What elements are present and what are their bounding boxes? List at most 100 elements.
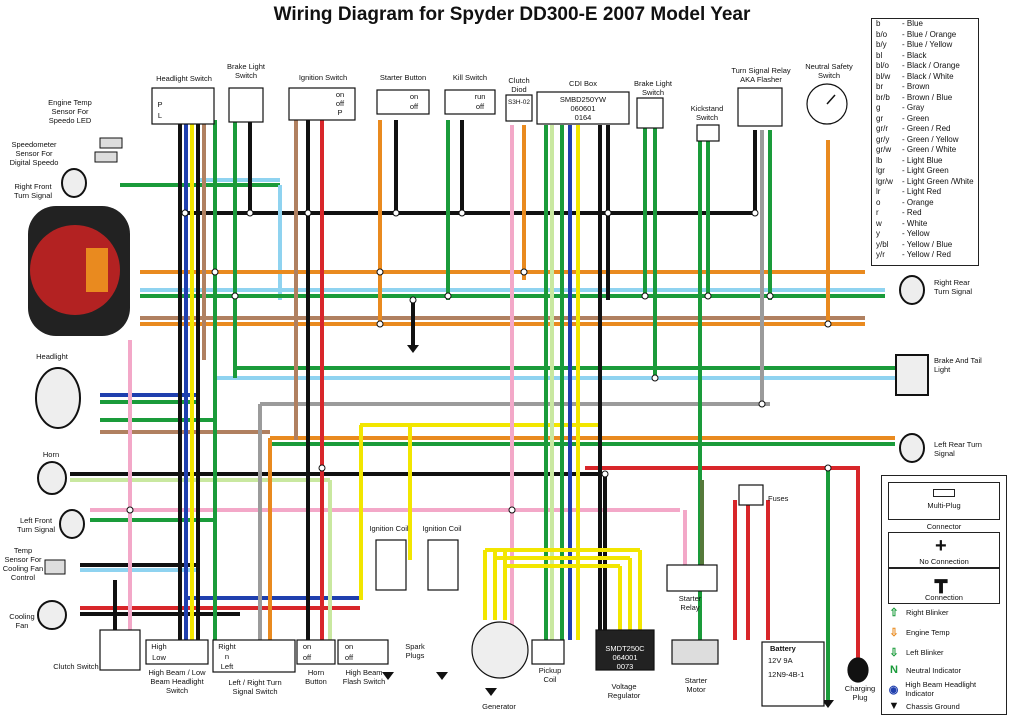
ground-symbols <box>382 345 834 708</box>
lft-signal-body <box>59 509 85 539</box>
horn-button-body <box>296 639 336 665</box>
hl-l: L <box>157 111 163 120</box>
legend-row: b- Blue <box>872 19 978 30</box>
multiplug-symbol <box>933 489 955 497</box>
left-arrow-icon: ⇩ <box>889 647 899 659</box>
turn-switch-body <box>212 639 296 673</box>
flasher-body <box>737 87 783 127</box>
legend-color-name: - Blue <box>902 19 923 28</box>
horn-body <box>37 461 67 495</box>
legend-row: b/o- Blue / Orange <box>872 30 978 41</box>
lrt-signal-body <box>899 433 925 463</box>
ground-icon: ▼ <box>888 700 900 712</box>
label-engine-temp: Engine Temp Sensor For Speedo LED <box>48 98 92 125</box>
legend-code: lgr/w <box>876 176 893 186</box>
legend-color-name: - Gray <box>902 103 925 112</box>
label-starter-relay: Starter Relay <box>678 594 702 612</box>
headlight-switch-body <box>151 87 215 125</box>
kill-off: off <box>475 102 485 111</box>
key-noconn-box: + No Connection <box>888 532 1000 568</box>
label-flash-switch: High Beam Flash Switch <box>342 668 386 686</box>
pickup-coil-body <box>531 639 565 665</box>
legend-row: y/r- Yellow / Red <box>872 250 978 261</box>
key-engine-temp: ⇩Engine Temp <box>886 626 949 639</box>
label-temp-sensor: Temp Sensor For Cooling Fan Control <box>2 546 44 582</box>
legend-color-name: - Red <box>902 208 922 217</box>
legend-color-name: - Blue / Orange <box>902 29 957 39</box>
legend-color-name: - Yellow / Blue <box>902 239 953 249</box>
label-starter-motor: Starter Motor <box>684 676 708 694</box>
coil2-body <box>427 539 459 591</box>
temp-icon: ⇩ <box>889 627 899 639</box>
cdi-num1: 060601 <box>570 104 596 113</box>
legend-code: r <box>876 208 879 217</box>
clutch-switch-body <box>99 629 141 671</box>
label-hi-lo: High Beam / Low Beam Headlight Switch <box>148 668 206 695</box>
ign-off1: off <box>335 99 345 108</box>
legend-color-name: - Green / Yellow <box>902 134 959 144</box>
legend-color-name: - Green / Red <box>902 124 951 133</box>
legend-code: gr/w <box>876 145 892 154</box>
label-coil2: Ignition Coil <box>422 524 462 533</box>
label-spark-plugs: Spark Plugs <box>405 642 425 660</box>
key-left-blinker: ⇩Left Blinker <box>886 646 943 659</box>
cdi-model: SMBD250YW <box>559 95 607 104</box>
rft-signal-body <box>61 168 87 198</box>
bus-wires <box>70 178 895 616</box>
diagram-title: Wiring Diagram for Spyder DD300-E 2007 M… <box>273 4 751 25</box>
starter-button-body <box>376 89 430 115</box>
label-lrt: Left Rear Turn Signal <box>934 440 982 458</box>
turn-left: Left <box>220 662 234 671</box>
legend-row: g - Gray <box>872 103 978 114</box>
legend-row: b/y- Blue / Yellow <box>872 40 978 51</box>
legend-row: lgr- Light Green <box>872 166 978 177</box>
label-cdi-box: CDI Box <box>569 79 597 88</box>
battery-spec1: 12V 9A <box>768 656 793 665</box>
legend-row: w- White <box>872 219 978 230</box>
legend-row: y/bl - Yellow / Blue <box>872 240 978 251</box>
flash-off: off <box>344 653 354 662</box>
legend-code: y/bl <box>876 239 889 249</box>
legend-row: lr- Light Red <box>872 187 978 198</box>
legend-row: bl/o- Black / Orange <box>872 61 978 72</box>
legend-code: bl <box>876 50 883 60</box>
cdi-num2: 0164 <box>574 113 592 122</box>
start-on: on <box>409 92 419 101</box>
label-regulator: Voltage Regulator <box>607 682 641 700</box>
battery-spec2: 12N9-4B-1 <box>768 670 805 679</box>
label-flasher: Turn Signal Relay AKA Flasher <box>731 66 791 84</box>
label-clutch-switch: Clutch Switch <box>53 662 99 671</box>
headlight-body <box>35 367 81 429</box>
right-arrow-icon: ⇧ <box>889 607 899 619</box>
legend-row: bl/w- Black / White <box>872 72 978 83</box>
flash-on: on <box>344 642 354 651</box>
legend-color-name: - Light Green /White <box>902 176 974 186</box>
kill-run: run <box>474 92 486 101</box>
legend-code: g <box>876 103 881 112</box>
legend-code: bl/w <box>876 71 891 81</box>
legend-code: w <box>876 218 882 228</box>
legend-row: r - Red <box>872 208 978 219</box>
key-conn-label: Connection <box>925 593 963 602</box>
key-multiplug-box: Multi-Plug <box>888 482 1000 520</box>
legend-color-name: - Brown <box>902 82 930 91</box>
legend-row: lgr/w - Light Green /White <box>872 177 978 188</box>
key-high-beam: ◉High Beam Headlight Indicator <box>886 680 1002 698</box>
legend-row: br- Brown <box>872 82 978 93</box>
legend-code: y <box>876 229 880 238</box>
kickstand-switch-body <box>696 124 720 142</box>
label-coil1: Ignition Coil <box>369 524 409 533</box>
turn-right: Right <box>218 642 236 651</box>
label-neutral-switch: Neutral Safety Switch <box>805 62 853 80</box>
label-pickup: Pickup Coil <box>538 666 562 684</box>
coil1-body <box>375 539 407 591</box>
legend-color-name: - Orange <box>902 197 934 207</box>
legend-code: gr/y <box>876 134 890 144</box>
label-brake-switch-front: Brake Light Switch <box>227 62 265 80</box>
top-components <box>151 83 848 142</box>
legend-color-name: - Blue / Yellow <box>902 40 953 49</box>
label-kill-switch: Kill Switch <box>452 73 488 82</box>
hi-lo-switch-body <box>145 639 209 665</box>
label-ignition-switch: Ignition Switch <box>298 73 348 82</box>
label-turn-switch: Left / Right Turn Signal Switch <box>228 678 282 696</box>
